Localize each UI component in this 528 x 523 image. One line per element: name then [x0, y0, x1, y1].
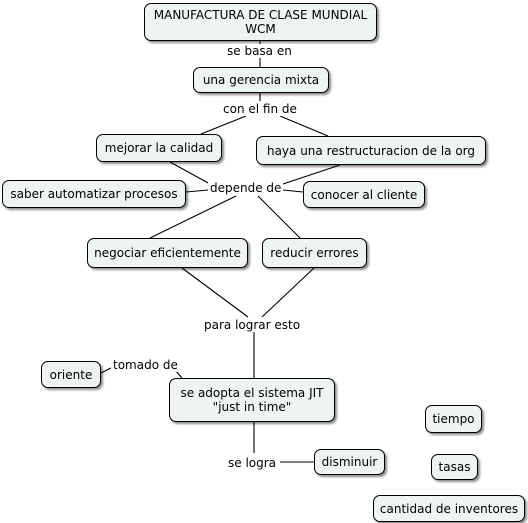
node-oriente[interactable]: oriente	[41, 361, 101, 388]
node-mejorar-label: mejorar la calidad	[104, 141, 214, 155]
node-conocer-label: conocer al cliente	[310, 187, 418, 202]
node-negociar-label: negociar eficientemente	[94, 246, 241, 260]
node-automatizar-procesos[interactable]: saber automatizar procesos	[2, 180, 186, 208]
node-tasas[interactable]: tasas	[431, 454, 478, 480]
link-label-para-lograr-esto: para lograr esto	[202, 318, 303, 332]
node-tasas-label: tasas	[438, 460, 471, 474]
node-gerencia-label: una gerencia mixta	[202, 73, 320, 87]
node-restructuracion[interactable]: haya una restructuracion de la org	[256, 136, 486, 165]
node-manufactura-line1: MANUFACTURA DE CLASE MUNDIAL	[153, 8, 368, 22]
link-label-con-el-fin-de: con el fin de	[221, 102, 299, 116]
node-tiempo[interactable]: tiempo	[425, 405, 482, 433]
node-cantidad-inventores[interactable]: cantidad de inventores	[373, 495, 525, 522]
node-inventores-label: cantidad de inventores	[379, 501, 519, 516]
link-label-depende-de: depende de	[208, 181, 284, 195]
link-label-tomado-de: tomado de	[111, 358, 180, 372]
link-label-se-logra: se logra	[226, 456, 279, 470]
node-tiempo-label: tiempo	[432, 412, 475, 426]
node-disminuir[interactable]: disminuir	[314, 449, 385, 475]
node-reducir-errores[interactable]: reducir errores	[262, 238, 367, 268]
node-mejorar-calidad[interactable]: mejorar la calidad	[96, 134, 222, 162]
node-sistema-jit[interactable]: se adopta el sistema JIT "just in time"	[169, 378, 335, 422]
node-conocer-cliente[interactable]: conocer al cliente	[303, 181, 425, 208]
node-restructuracion-label: haya una restructuracion de la org	[266, 143, 476, 158]
node-reducir-label: reducir errores	[270, 246, 359, 260]
node-negociar-eficientemente[interactable]: negociar eficientemente	[87, 238, 248, 268]
node-oriente-label: oriente	[49, 367, 93, 382]
node-manufactura-line2: WCM	[245, 22, 276, 36]
node-gerencia-mixta[interactable]: una gerencia mixta	[193, 67, 329, 93]
link-label-se-basa-en: se basa en	[225, 44, 294, 58]
node-automatizar-label: saber automatizar procesos	[10, 187, 178, 201]
node-disminuir-label: disminuir	[321, 455, 378, 469]
node-jit-line2: "just in time"	[212, 400, 292, 414]
node-manufactura-clase-mundial[interactable]: MANUFACTURA DE CLASE MUNDIAL WCM	[144, 3, 377, 41]
node-jit-line1: se adopta el sistema JIT	[180, 386, 324, 400]
